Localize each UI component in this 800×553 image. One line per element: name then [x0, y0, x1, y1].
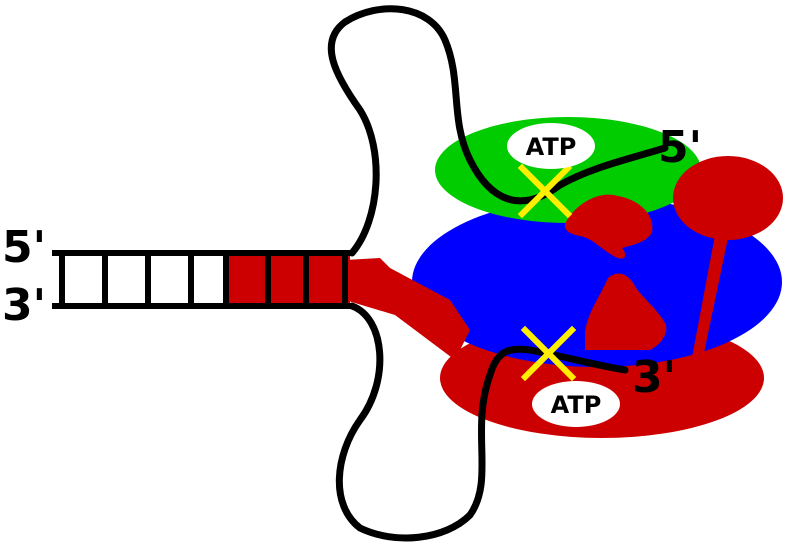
- atp-label-top: ATP: [526, 133, 577, 161]
- atp-oval-top: [507, 123, 595, 169]
- dna-bottom-strand: [335, 302, 629, 542]
- duplex-top-end-label: 5': [2, 222, 46, 273]
- cut-site-bottom-icon: [520, 325, 577, 382]
- red-arm: [345, 258, 470, 360]
- red-blob-upper: [564, 194, 653, 259]
- red-blob-lower: [585, 273, 667, 350]
- atp-oval-bottom: [532, 381, 620, 427]
- red-duplex-region: [225, 253, 350, 306]
- atp-label-bottom: ATP: [551, 391, 602, 419]
- red-stalk: [690, 235, 728, 372]
- strand-bottom-end-label: 3': [632, 352, 676, 403]
- strand-top-end-label: 5': [658, 122, 702, 173]
- dna-top-strand: [327, 5, 669, 257]
- red-knob: [673, 156, 783, 240]
- cut-site-top-icon: [517, 163, 573, 219]
- duplex-bottom-end-label: 3': [2, 280, 46, 331]
- dna-duplex: [52, 250, 352, 309]
- blue-subunit: [412, 197, 782, 367]
